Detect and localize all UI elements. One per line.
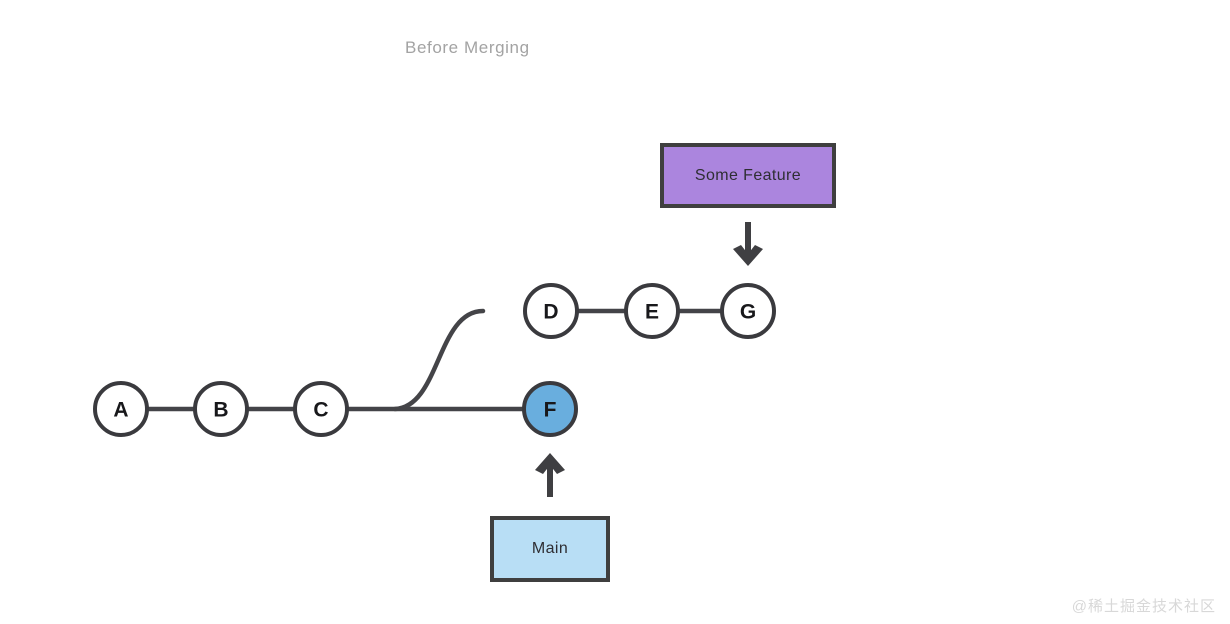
commit-node-e[interactable]: E	[624, 283, 680, 339]
commit-label: A	[113, 399, 128, 422]
commit-circle	[93, 381, 149, 437]
commit-node-a[interactable]: A	[93, 381, 149, 437]
page-title: Before Merging	[405, 38, 530, 57]
edges-group	[144, 308, 725, 412]
commit-circle	[720, 283, 776, 339]
commit-circle	[293, 381, 349, 437]
commit-node-c[interactable]: C	[293, 381, 349, 437]
branch-label-text: Some Feature	[694, 166, 802, 184]
commit-node-b[interactable]: B	[193, 381, 249, 437]
watermark: @稀土掘金技术社区	[1071, 598, 1216, 615]
commit-label: B	[213, 399, 228, 422]
commit-circle-highlighted	[522, 381, 578, 437]
branch-label-some-feature[interactable]: Some Feature	[660, 143, 836, 208]
commit-circle	[624, 283, 680, 339]
commit-label: G	[740, 301, 756, 324]
commit-label: D	[543, 301, 558, 324]
commit-label: E	[645, 301, 659, 324]
commit-label: C	[313, 399, 328, 422]
commit-circle	[523, 283, 579, 339]
commit-label: F	[544, 399, 557, 422]
commit-node-d[interactable]: D	[523, 283, 579, 339]
arrow-up-icon	[535, 453, 565, 497]
branch-label-text: Main	[531, 540, 569, 557]
commit-node-f[interactable]: F	[522, 381, 578, 437]
branch-label-main[interactable]: Main	[490, 516, 610, 582]
arrow-down-icon	[733, 222, 763, 266]
commit-node-g[interactable]: G	[720, 283, 776, 339]
nodes-group: A B C F D E G	[93, 283, 776, 437]
edge-c-d-branch-curve	[392, 308, 486, 412]
commit-circle	[193, 381, 249, 437]
